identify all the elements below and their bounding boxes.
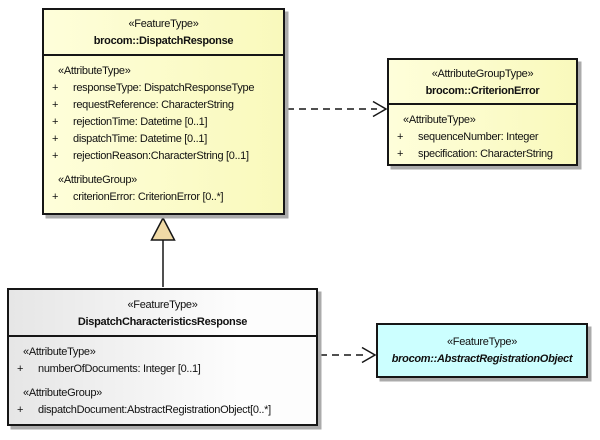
attribute-row: + sequenceNumber: Integer <box>389 129 576 146</box>
visibility: + <box>397 148 404 160</box>
class-name: brocom::CriterionError <box>425 85 540 97</box>
stereotype-label: «FeatureType» <box>446 335 518 348</box>
attribute-text: numberOfDocuments: Integer [0..1] <box>38 363 201 375</box>
visibility: + <box>52 133 59 145</box>
class-criterion-error[interactable]: «AttributeGroupType» brocom::CriterionEr… <box>387 58 578 166</box>
attribute-row: + dispatchTime: Datetime [0..1] <box>44 131 283 148</box>
attribute-text: rejectionTime: Datetime [0..1] <box>73 116 208 128</box>
open-arrowhead-icon <box>372 100 388 118</box>
class-header: «FeatureType» brocom::DispatchResponse <box>44 10 283 56</box>
visibility: + <box>52 99 59 111</box>
attribute-text: requestReference: CharacterString <box>73 99 234 111</box>
stereotype-label: «FeatureType» <box>127 299 198 311</box>
attribute-text: sequenceNumber: Integer <box>418 131 539 143</box>
visibility: + <box>17 404 24 416</box>
attribute-text: dispatchDocument:AbstractRegistrationObj… <box>38 404 271 416</box>
attribute-text: dispatchTime: Datetime [0..1] <box>73 133 207 145</box>
attribute-type-section-label: «AttributeType» <box>403 114 476 126</box>
attribute-row: + criterionError: CriterionError [0..*] <box>44 189 283 206</box>
attribute-row: + responseType: DispatchResponseType <box>44 80 283 97</box>
class-dispatch-characteristics-response[interactable]: «FeatureType» DispatchCharacteristicsRes… <box>7 288 318 426</box>
class-abstract-registration-object[interactable]: «FeatureType» brocom::AbstractRegistrati… <box>376 323 588 378</box>
generalization-connector[interactable] <box>150 216 176 287</box>
class-name: brocom::DispatchResponse <box>93 35 234 47</box>
attribute-row: + rejectionTime: Datetime [0..1] <box>44 114 283 131</box>
attribute-type-section-label: «AttributeType» <box>23 346 96 358</box>
open-arrowhead-icon <box>361 346 377 364</box>
dependency-connector-criterion-error[interactable] <box>287 100 388 118</box>
attribute-group-section-label: «AttributeGroup» <box>23 387 102 399</box>
visibility: + <box>17 363 24 375</box>
visibility: + <box>52 191 59 203</box>
stereotype-label: «AttributeGroupType» <box>431 68 534 80</box>
attributes-compartment: «AttributeType» + responseType: Dispatch… <box>44 56 283 206</box>
attributes-compartment: «AttributeType» + numberOfDocuments: Int… <box>9 337 316 419</box>
visibility: + <box>397 131 404 143</box>
dependency-connector-abstract-registration-object[interactable] <box>320 346 377 364</box>
attribute-row: + requestReference: CharacterString <box>44 97 283 114</box>
attribute-text: specification: CharacterString <box>418 148 553 160</box>
class-name: DispatchCharacteristicsResponse <box>77 316 248 328</box>
attribute-row: + numberOfDocuments: Integer [0..1] <box>9 361 316 378</box>
attributes-compartment: «AttributeType» + sequenceNumber: Intege… <box>389 105 576 163</box>
class-name: brocom::AbstractRegistrationObject <box>391 352 573 365</box>
attribute-text: rejectionReason:CharacterString [0..1] <box>73 150 249 162</box>
attribute-row: + dispatchDocument:AbstractRegistrationO… <box>9 402 316 419</box>
attribute-type-section-label: «AttributeType» <box>58 65 131 77</box>
stereotype-label: «FeatureType» <box>128 18 199 30</box>
attribute-text: responseType: DispatchResponseType <box>73 82 255 94</box>
attribute-row: + rejectionReason:CharacterString [0..1] <box>44 148 283 165</box>
visibility: + <box>52 82 59 94</box>
class-dispatch-response[interactable]: «FeatureType» brocom::DispatchResponse «… <box>42 8 285 215</box>
attribute-group-section-label: «AttributeGroup» <box>58 174 137 186</box>
generalization-triangle-icon <box>150 216 176 241</box>
attribute-text: criterionError: CriterionError [0..*] <box>73 191 224 203</box>
visibility: + <box>52 150 59 162</box>
visibility: + <box>52 116 59 128</box>
class-header: «FeatureType» DispatchCharacteristicsRes… <box>9 290 316 337</box>
attribute-row: + specification: CharacterString <box>389 146 576 163</box>
class-header: «AttributeGroupType» brocom::CriterionEr… <box>389 60 576 105</box>
